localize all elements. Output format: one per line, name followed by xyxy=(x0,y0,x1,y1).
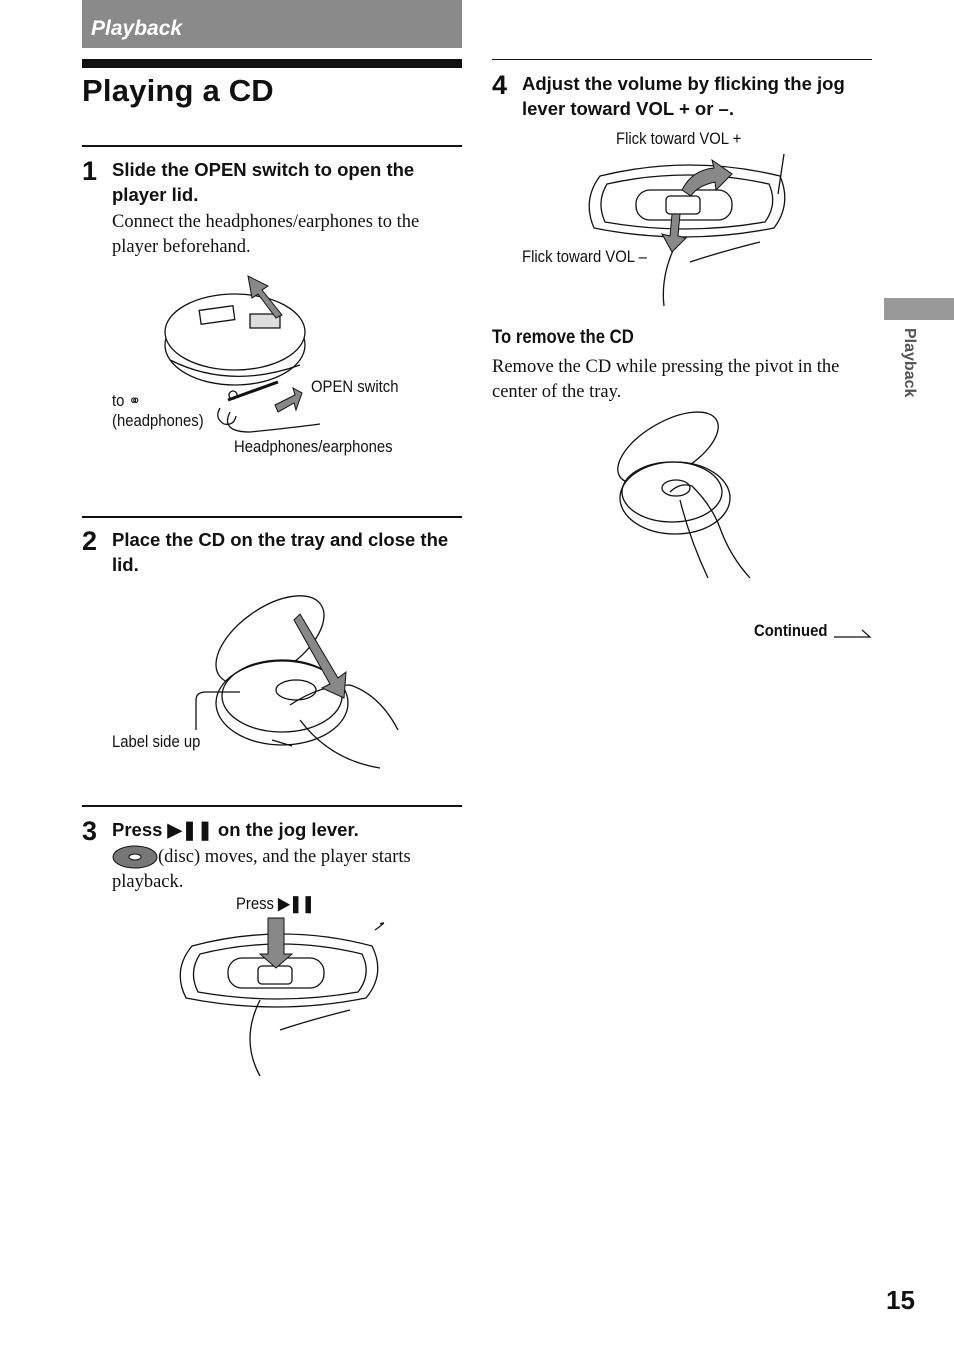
section-title: Playback xyxy=(91,17,183,40)
step-1-heading: Slide the OPEN switch to open the player… xyxy=(112,159,415,205)
step-3-heading-suffix: on the jog lever. xyxy=(212,819,359,840)
label-headphones: (headphones) xyxy=(112,412,204,430)
label-headphones-earphones: Headphones/earphones xyxy=(234,438,393,456)
label-flick-vol-plus: Flick toward VOL + xyxy=(616,130,742,148)
play-pause-icon: ▶❚❚ xyxy=(167,819,213,840)
step-2-number: 2 xyxy=(82,526,98,556)
step-2-rule xyxy=(82,516,462,518)
step-3-heading-prefix: Press xyxy=(112,819,168,840)
side-tab-bar xyxy=(884,298,954,320)
step-2-heading: Place the CD on the tray and close the l… xyxy=(112,529,449,575)
title-rule xyxy=(82,59,462,68)
step-3-rule xyxy=(82,805,462,807)
page-number: 15 xyxy=(886,1285,915,1315)
label-open-switch: OPEN switch xyxy=(311,378,399,396)
side-tab-label: Playback xyxy=(901,328,918,398)
label-press-text: Press xyxy=(236,895,279,913)
step-3-number: 3 xyxy=(82,816,98,846)
step-1-number: 1 xyxy=(82,156,98,186)
label-to-headphones-jack: to ⚭ xyxy=(112,391,141,411)
step-1-body: Connect the headphones/earphones to the … xyxy=(112,212,420,257)
step-3-heading: Press ▶❚❚ on the jog lever. xyxy=(112,817,460,842)
step-3-body-text: (disc) moves, and the player starts play… xyxy=(112,847,411,892)
section-header-bar: Playback xyxy=(82,0,462,48)
play-pause-icon: ▶❚❚ xyxy=(278,895,315,913)
remove-cd-heading: To remove the CD xyxy=(492,327,634,348)
step-1-rule xyxy=(82,145,462,147)
label-press: Press ▶❚❚ xyxy=(236,894,314,914)
headphones-icon: ⚭ xyxy=(128,392,141,410)
step-3-body: (disc) moves, and the player starts play… xyxy=(112,845,462,895)
label-flick-vol-minus: Flick toward VOL – xyxy=(522,248,647,266)
step-4-heading: Adjust the volume by flicking the jog le… xyxy=(522,73,845,119)
page-title: Playing a CD xyxy=(82,73,274,108)
remove-cd-body: Remove the CD while pressing the pivot i… xyxy=(492,357,840,402)
label-label-side-up: Label side up xyxy=(112,733,201,751)
step-4-number: 4 xyxy=(492,70,508,100)
step-4-rule xyxy=(492,59,872,60)
continued-label: Continued xyxy=(754,622,828,640)
label-to: to xyxy=(112,392,129,410)
